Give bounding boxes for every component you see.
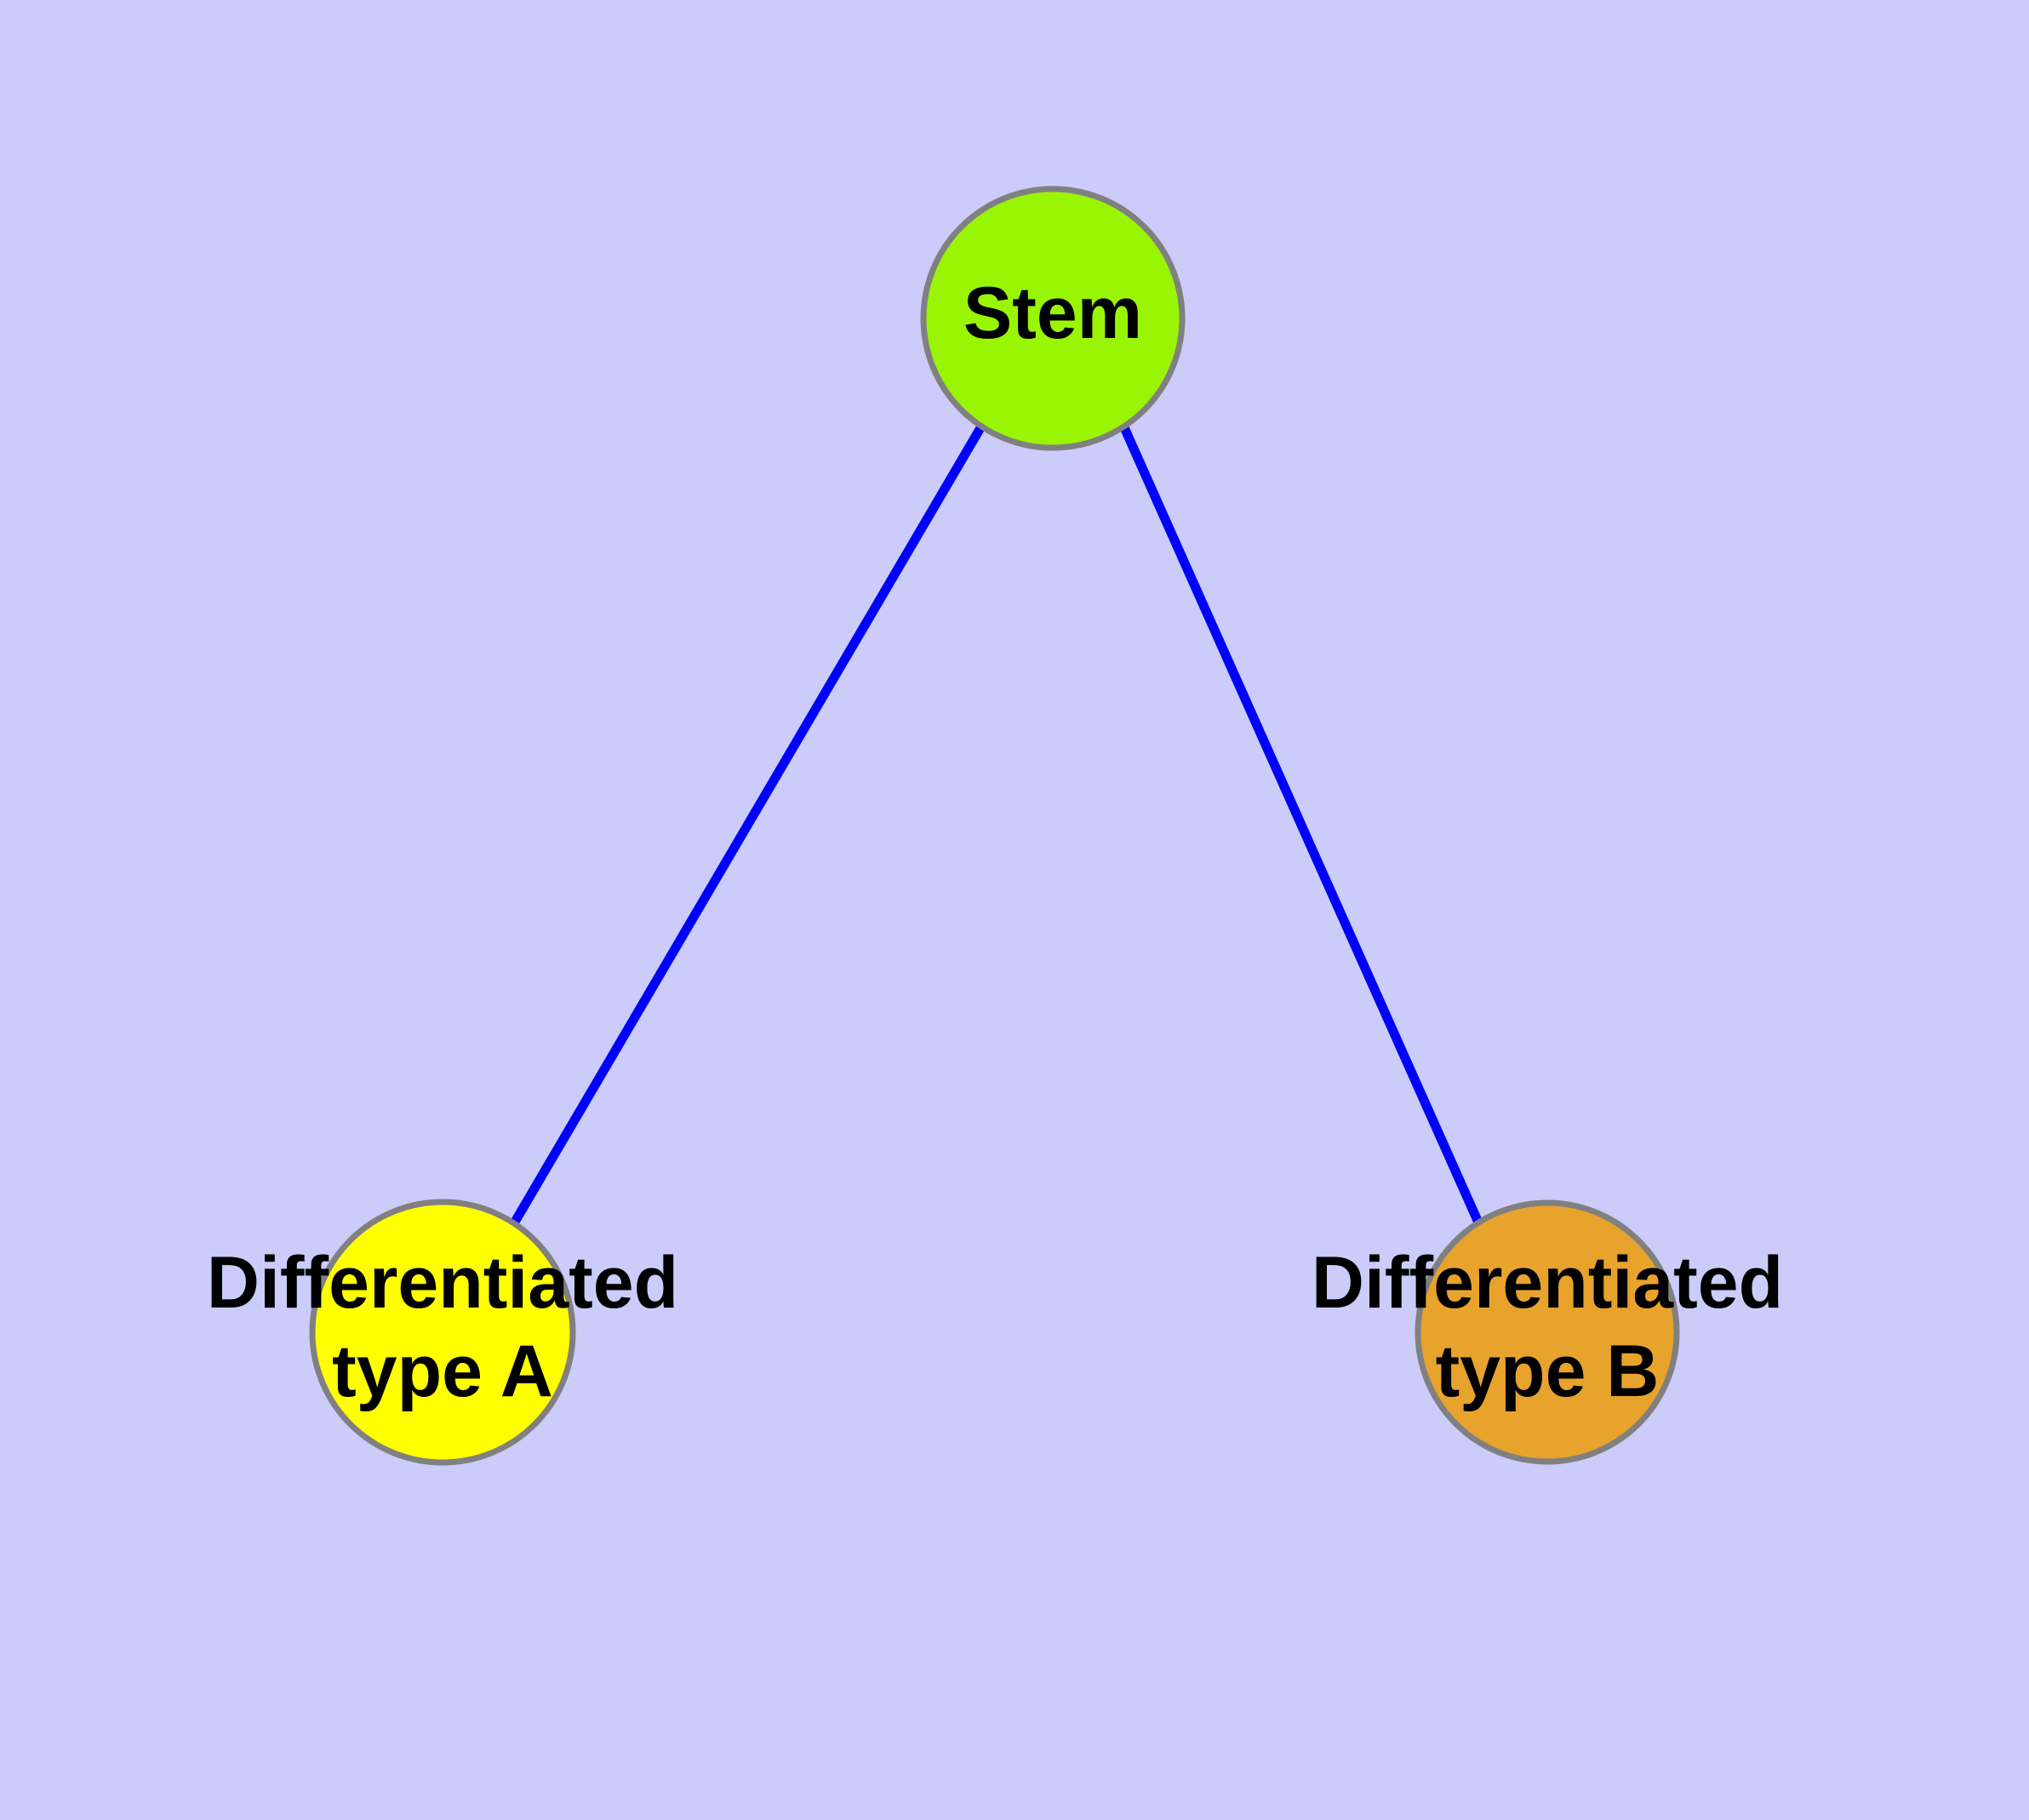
label-line: Stem	[963, 272, 1142, 354]
node-stem-label: Stem	[963, 272, 1142, 354]
node-stem[interactable]: Stem	[920, 186, 1186, 451]
node-differentiated-type-b-circle[interactable]	[1415, 1199, 1680, 1465]
label-line: type B	[1436, 1331, 1660, 1412]
edge-stem-to-differentiated-type-b[interactable]	[1118, 423, 1483, 1225]
node-differentiated-type-a-circle[interactable]	[309, 1199, 576, 1466]
edge-stem-to-differentiated-type-a[interactable]	[510, 424, 986, 1226]
label-line: Differentiated	[1312, 1242, 1783, 1324]
label-line: type A	[332, 1331, 553, 1412]
edges-layer	[510, 423, 1483, 1226]
node-stem-circle[interactable]	[920, 186, 1186, 451]
label-line: Differentiated	[207, 1242, 678, 1324]
